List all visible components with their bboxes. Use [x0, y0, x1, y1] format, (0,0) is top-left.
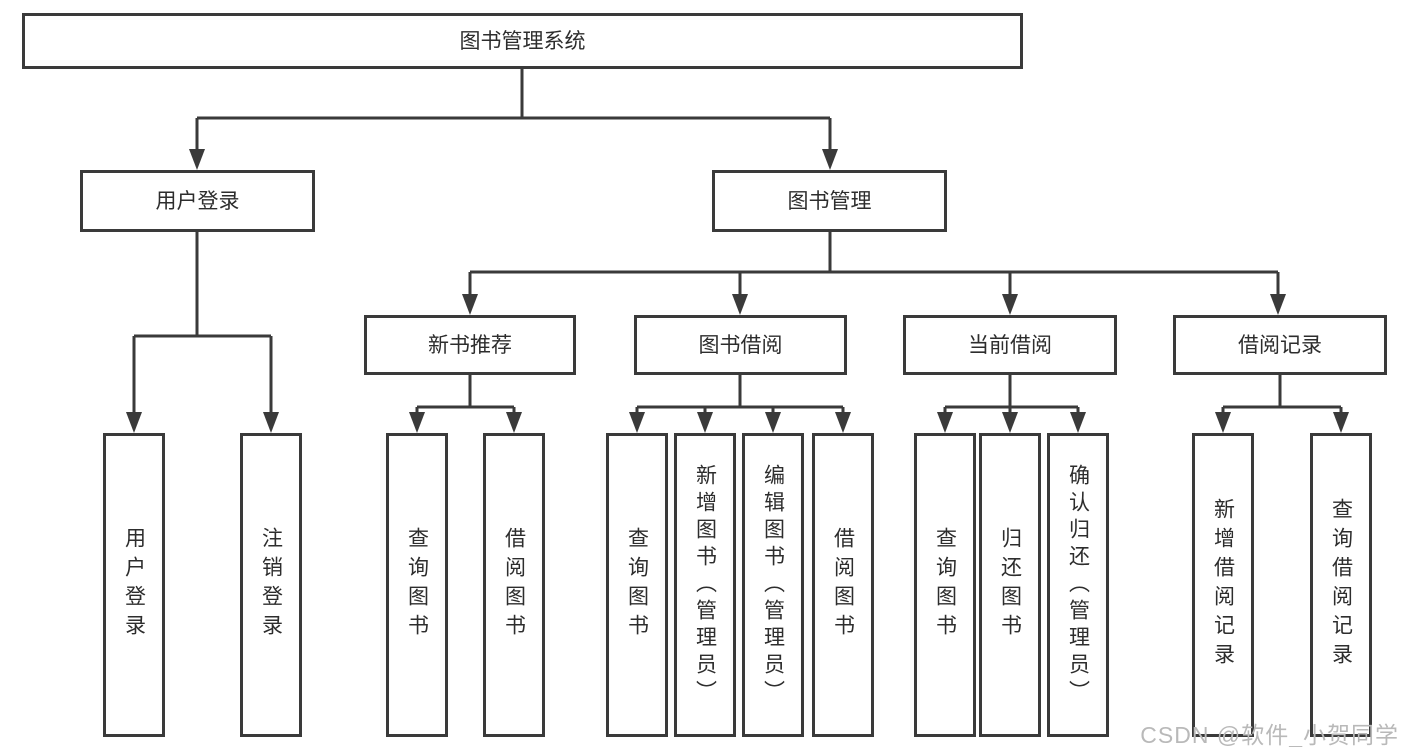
arrowhead — [1270, 294, 1286, 315]
arrowhead — [937, 412, 953, 433]
node-book-management-label: 图书管理 — [787, 189, 872, 213]
arrowhead — [822, 149, 838, 170]
watermark: CSDN @软件_小贺同学 — [1140, 722, 1399, 747]
leaf-query-borrow-record-label: 查询借阅记录 — [1329, 498, 1353, 672]
arrowhead — [1002, 412, 1018, 433]
arrowhead — [1002, 294, 1018, 315]
arrowhead — [263, 412, 279, 433]
arrowhead — [697, 412, 713, 433]
arrowhead — [506, 412, 522, 433]
node-user-login: 用户登录 — [80, 170, 315, 232]
arrowhead — [732, 294, 748, 315]
arrowhead — [126, 412, 142, 433]
connector-root-to-level2 — [195, 68, 832, 153]
node-current-borrow-label: 当前借阅 — [968, 333, 1052, 357]
node-book-borrow: 图书借阅 — [634, 315, 847, 375]
leaf-return-book: 归还图书 — [979, 433, 1041, 737]
connector-bookmgmt-to-level3 — [468, 232, 1280, 298]
leaf-user-login: 用户登录 — [103, 433, 165, 737]
node-book-management: 图书管理 — [712, 170, 947, 232]
connector-borrowrec-to-leaves — [1221, 374, 1343, 416]
leaf-query-books-recommend: 查询图书 — [386, 433, 448, 737]
leaf-borrow-books-label: 借阅图书 — [831, 527, 855, 643]
node-root-label: 图书管理系统 — [459, 29, 586, 53]
node-new-book-recommend: 新书推荐 — [364, 315, 576, 375]
leaf-add-borrow-record-label: 新增借阅记录 — [1211, 498, 1235, 672]
leaf-user-login-label: 用户登录 — [122, 527, 146, 643]
node-current-borrow: 当前借阅 — [903, 315, 1117, 375]
leaf-add-book-admin-label: 新增图书（管理员） — [693, 463, 717, 707]
leaf-add-borrow-record: 新增借阅记录 — [1192, 433, 1254, 737]
leaf-return-book-label: 归还图书 — [998, 527, 1022, 643]
leaf-confirm-return-admin: 确认归还（管理员） — [1047, 433, 1109, 737]
leaf-query-books-borrow: 查询图书 — [606, 433, 668, 737]
arrowhead — [1333, 412, 1349, 433]
leaf-query-books-borrow-label: 查询图书 — [625, 527, 649, 643]
leaf-query-books-current: 查询图书 — [914, 433, 976, 737]
arrowhead — [1070, 412, 1086, 433]
node-root: 图书管理系统 — [22, 13, 1023, 69]
leaf-add-book-admin: 新增图书（管理员） — [674, 433, 736, 737]
leaf-logout: 注销登录 — [240, 433, 302, 737]
leaf-edit-book-admin: 编辑图书（管理员） — [742, 433, 804, 737]
arrowhead — [409, 412, 425, 433]
arrowhead — [765, 412, 781, 433]
arrowhead — [189, 149, 205, 170]
node-borrow-records: 借阅记录 — [1173, 315, 1387, 375]
arrowhead — [835, 412, 851, 433]
node-book-borrow-label: 图书借阅 — [698, 333, 783, 357]
leaf-query-borrow-record: 查询借阅记录 — [1310, 433, 1372, 737]
arrowhead — [629, 412, 645, 433]
connector-newbook-to-leaves — [415, 374, 516, 416]
node-borrow-records-label: 借阅记录 — [1238, 333, 1322, 357]
node-new-book-recommend-label: 新书推荐 — [428, 333, 512, 357]
leaf-borrow-books: 借阅图书 — [812, 433, 874, 737]
leaf-edit-book-admin-label: 编辑图书（管理员） — [761, 463, 785, 707]
leaf-borrow-books-recommend: 借阅图书 — [483, 433, 545, 737]
connector-bookborrow-to-leaves — [635, 374, 845, 416]
leaf-query-books-recommend-label: 查询图书 — [405, 527, 429, 643]
connector-userlogin-to-leaves — [132, 232, 273, 416]
leaf-logout-label: 注销登录 — [259, 527, 283, 643]
leaf-query-books-current-label: 查询图书 — [933, 527, 957, 643]
connector-curborrow-to-leaves — [943, 374, 1080, 416]
arrowhead — [462, 294, 478, 315]
node-user-login-label: 用户登录 — [155, 189, 240, 213]
leaf-borrow-books-recommend-label: 借阅图书 — [502, 527, 526, 643]
arrowhead — [1215, 412, 1231, 433]
leaf-confirm-return-admin-label: 确认归还（管理员） — [1066, 463, 1090, 707]
